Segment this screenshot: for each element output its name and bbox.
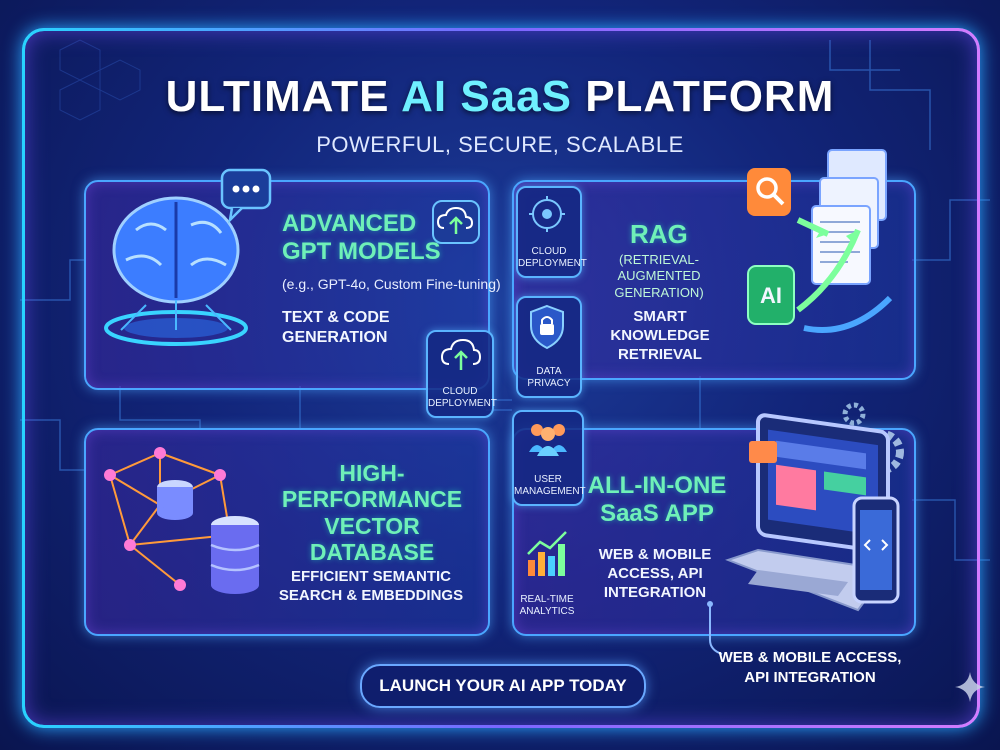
gpt-note: (e.g., GPT-4o, Custom Fine-tuning) (282, 276, 501, 292)
outer-frame (22, 28, 980, 728)
chat-bubble-icon (220, 168, 272, 224)
connector-line (707, 601, 723, 655)
page-title: ULTIMATE AI SaaS PLATFORM (165, 72, 835, 121)
search-icon (747, 168, 791, 216)
users-icon (529, 424, 567, 456)
ai-chip-label: AI (760, 283, 782, 308)
lock-shield-icon (530, 304, 564, 350)
brain-icon (104, 196, 248, 346)
rag-title: RAG (630, 219, 688, 249)
documents-icon (811, 149, 887, 285)
analytics-chart-icon (527, 531, 567, 576)
panel-vector-database (84, 428, 490, 636)
cloud-network-icon (529, 196, 565, 232)
cloud-upload-icon (432, 200, 480, 244)
launch-app-button[interactable]: LAUNCH YOUR AI APP TODAY (360, 664, 646, 708)
flow-arrows (796, 217, 893, 333)
sparkle-icon (955, 672, 985, 702)
database-icon (157, 480, 260, 594)
cloud-upload-icon (440, 338, 482, 370)
ai-chip-icon (747, 265, 795, 325)
footer-note: WEB & MOBILE ACCESS,API INTEGRATION (718, 649, 902, 686)
phone-icon (852, 496, 900, 604)
page-subtitle: POWERFUL, SECURE, SCALABLE (316, 132, 684, 157)
web-app-icon (749, 441, 777, 463)
